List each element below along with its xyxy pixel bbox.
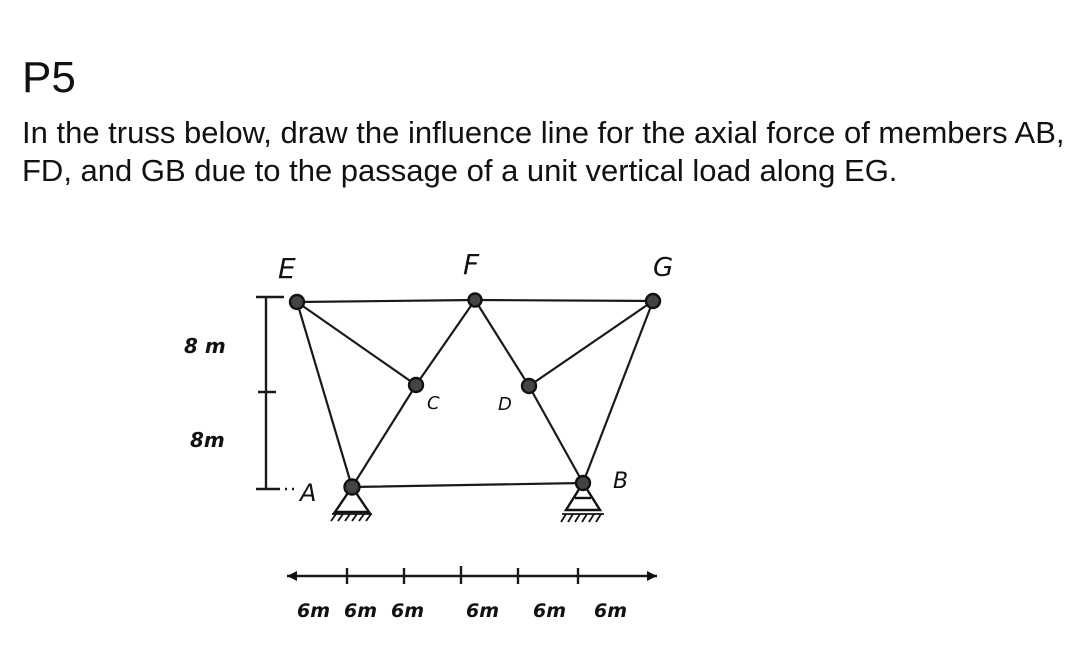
label-E: E <box>278 252 296 285</box>
member-EC <box>295 300 418 387</box>
support-A <box>330 484 372 522</box>
member-CF <box>414 298 477 387</box>
horizontal-dimension-5: 6m <box>533 600 566 622</box>
label-G: G <box>653 253 673 283</box>
joint-G <box>644 292 662 310</box>
problem-number: P5 <box>22 53 76 102</box>
joint-F <box>467 292 483 308</box>
joint-B <box>574 474 592 492</box>
problem-statement: In the truss below, draw the influence l… <box>22 115 1065 188</box>
vertical-dimension-upper: 8 m <box>184 334 226 358</box>
joint-C <box>407 376 425 394</box>
member-AC <box>350 383 418 489</box>
truss-joints <box>288 292 662 496</box>
member-FD <box>473 298 531 388</box>
member-DB <box>527 384 585 485</box>
member-EF <box>295 298 477 304</box>
horizontal-dimension-3: 6m <box>391 600 424 622</box>
member-AB <box>350 481 585 489</box>
horizontal-dimension-1: 6m <box>297 600 330 622</box>
horizontal-dimension-6: 6m <box>594 600 627 622</box>
horizontal-dimension-2: 6m <box>344 600 377 622</box>
truss-members <box>295 298 655 489</box>
label-F: F <box>463 248 480 281</box>
joint-E <box>288 293 306 311</box>
label-D: D <box>498 394 512 415</box>
label-A: A <box>298 479 316 507</box>
member-FG <box>473 298 655 303</box>
support-B <box>560 480 604 523</box>
label-B: B <box>613 469 628 494</box>
member-DG <box>527 299 655 388</box>
horizontal-dimension <box>287 566 657 584</box>
label-C: C <box>427 393 440 414</box>
joint-A <box>343 478 361 496</box>
vertical-dimension-lower: 8m <box>190 428 225 452</box>
member-EA <box>295 300 354 489</box>
horizontal-dimension-4: 6m <box>466 600 499 622</box>
vertical-dimension <box>256 295 296 491</box>
member-GB <box>581 299 655 485</box>
joint-D <box>520 377 538 395</box>
